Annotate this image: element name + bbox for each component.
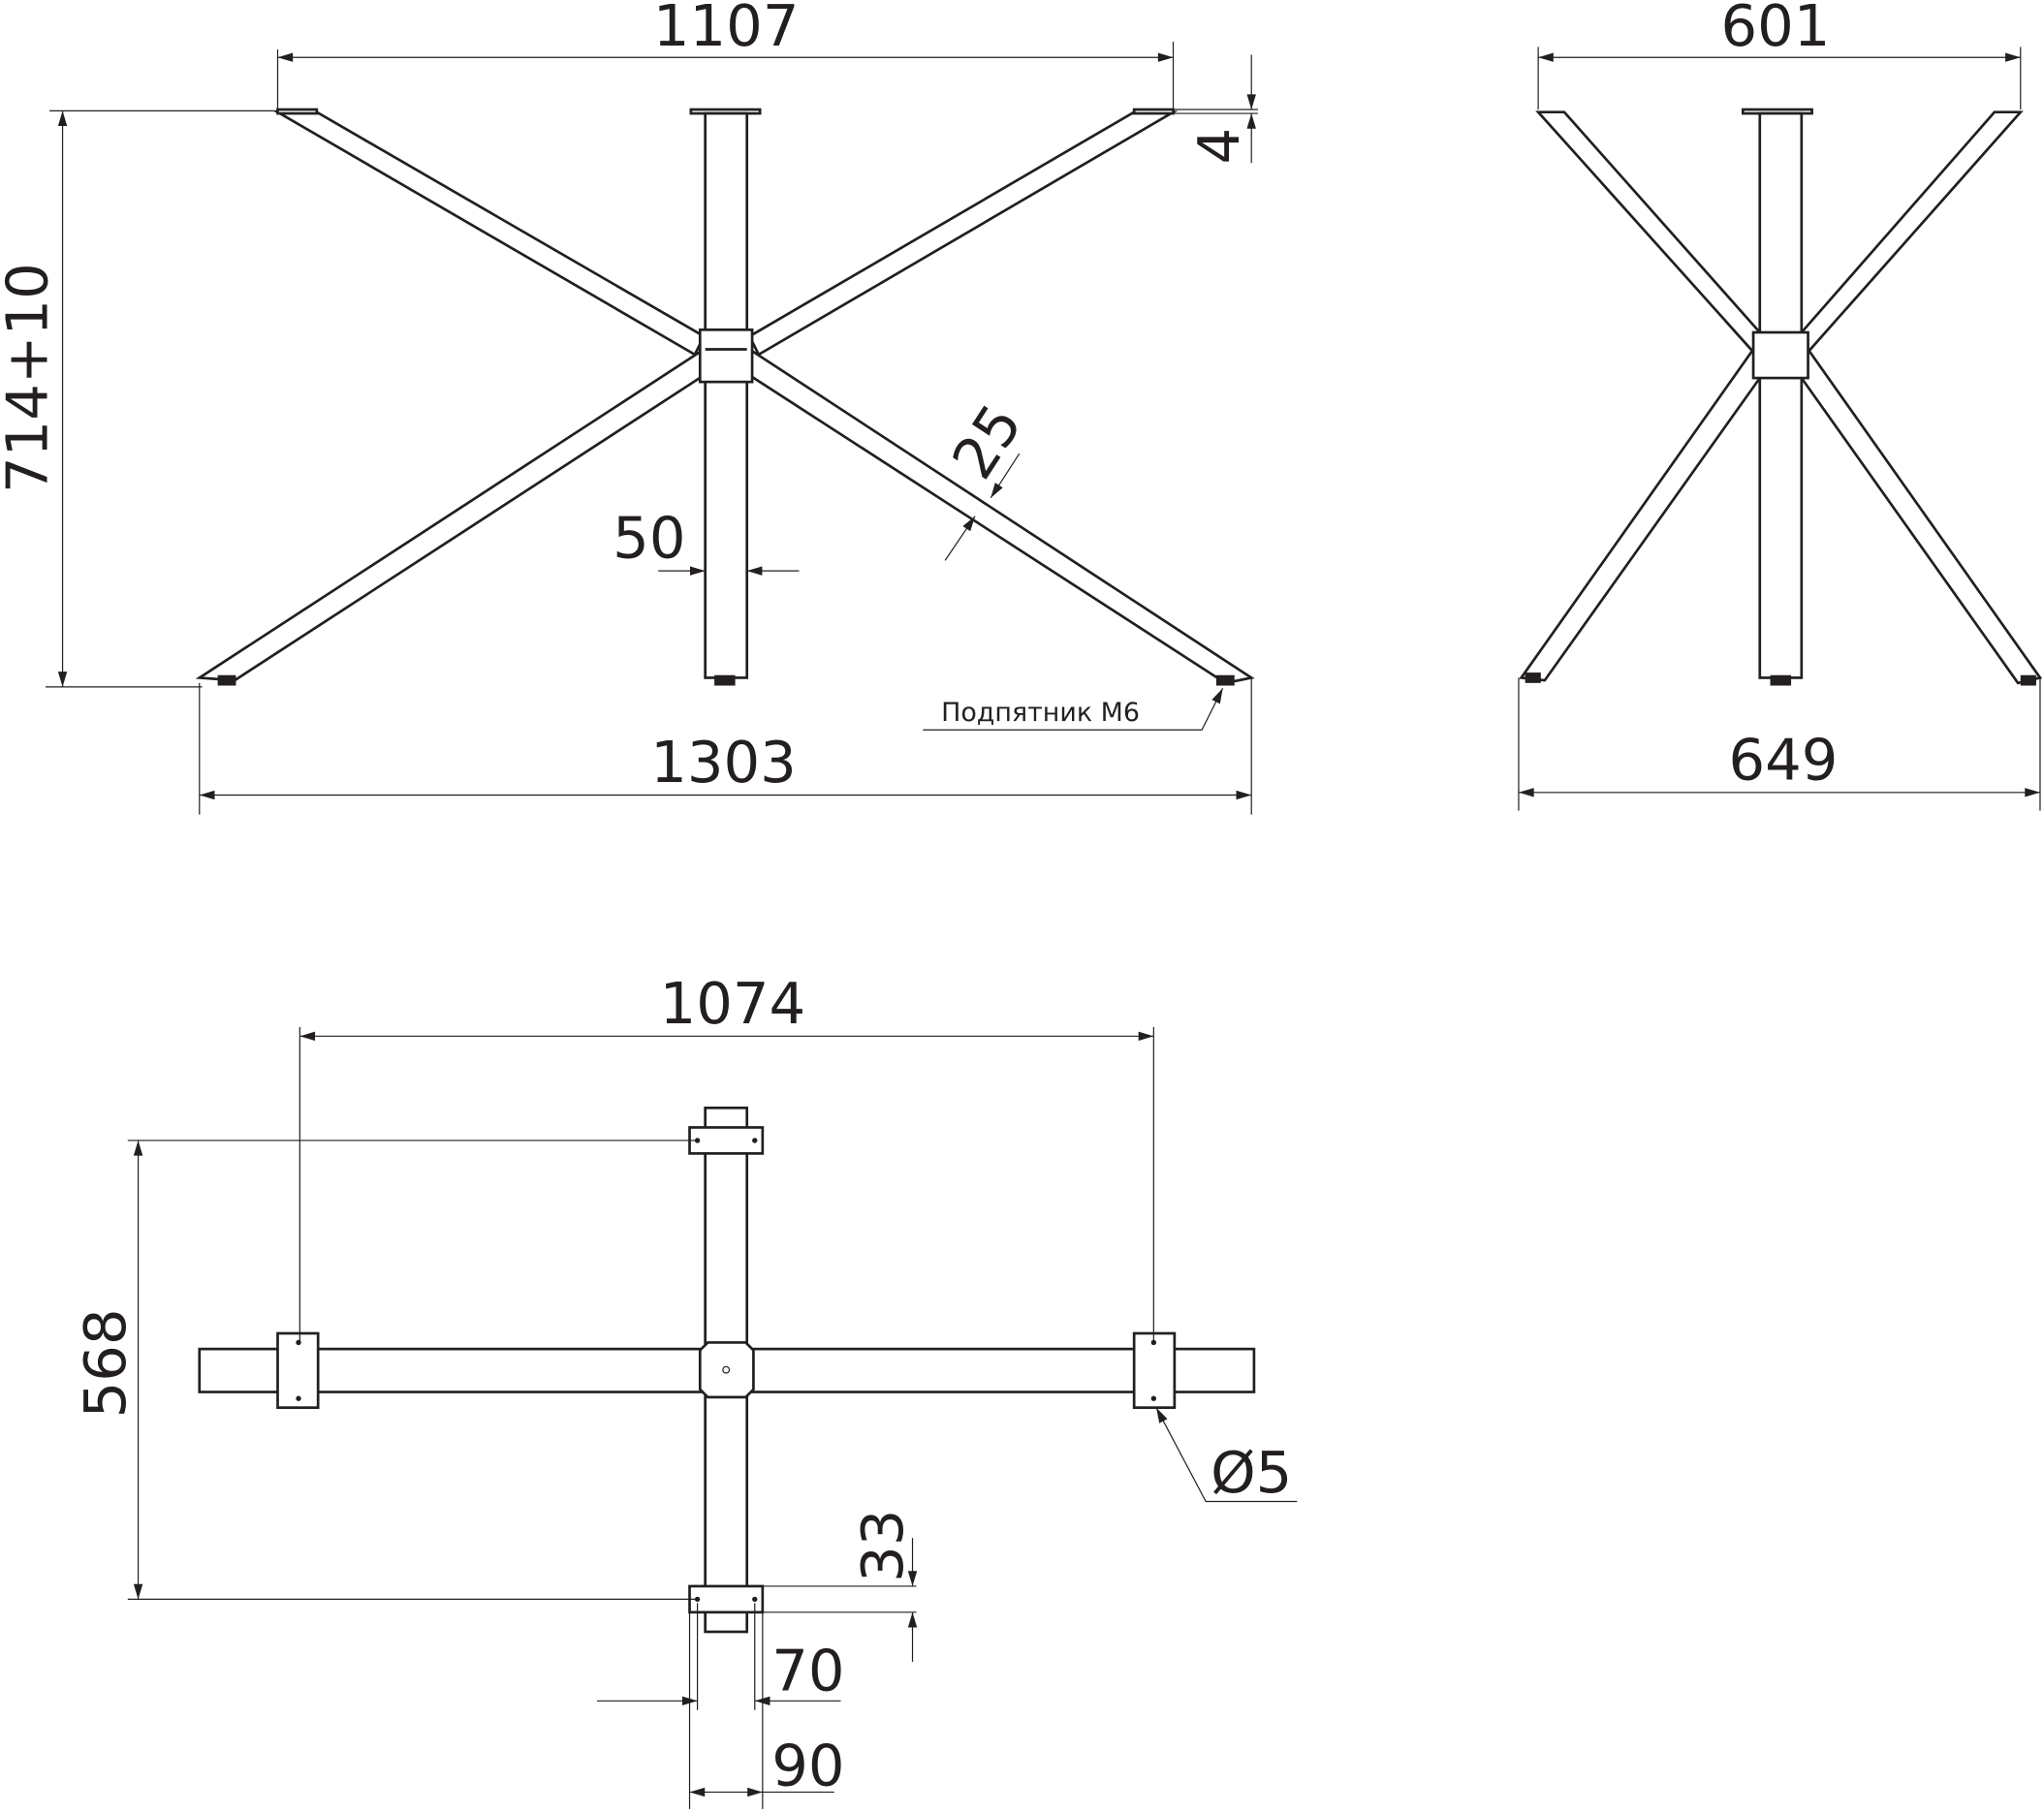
foot-icon	[1215, 674, 1235, 686]
foot-callout: Подпятник М6	[923, 687, 1224, 731]
dimension-top-width: 1107	[276, 0, 1175, 110]
dimension-side-bottom-width: 649	[1518, 677, 2041, 811]
foot-icon	[2020, 674, 2036, 686]
front-view: 1107 714+10 4 50 25	[0, 0, 1258, 815]
dimension-bottom-width: 1303	[199, 677, 1252, 815]
dimension-label: 25	[939, 392, 1035, 490]
front-frame	[195, 108, 1255, 686]
dimension-plate-width: 90	[688, 1611, 845, 1809]
foot-icon	[217, 674, 236, 686]
dimension-label: 90	[771, 1733, 844, 1799]
dimension-label: 1303	[650, 729, 797, 796]
dimension-hole-span-y: 568	[72, 1140, 698, 1600]
dimension-label: 4	[1185, 128, 1252, 165]
dimension-label: 601	[1720, 0, 1830, 59]
dimension-column-width: 50	[613, 505, 800, 576]
dimension-label: 1107	[653, 0, 800, 59]
side-view: 601 649	[1518, 0, 2043, 811]
foot-icon	[1770, 674, 1792, 686]
dimension-label: 70	[771, 1638, 844, 1704]
dimension-label: 33	[849, 1510, 916, 1582]
dimension-hole-span-x: 1074	[299, 970, 1154, 1343]
top-view: 1074 568 Ø5 33 70	[72, 970, 1298, 1809]
dimension-side-top-width: 601	[1537, 0, 2022, 110]
top-frame	[198, 1106, 1256, 1634]
dimension-label: 714+10	[0, 263, 60, 493]
dimension-label: Ø5	[1211, 1439, 1292, 1506]
dimension-plate-offset: 33	[762, 1510, 918, 1662]
dimension-label: 50	[613, 505, 685, 572]
side-frame	[1519, 108, 2043, 686]
dimension-hole-spacing: 70	[597, 1603, 845, 1710]
dimension-label: 568	[72, 1308, 139, 1418]
foot-icon	[1525, 672, 1541, 683]
dimension-hole-diameter: Ø5	[1155, 1407, 1298, 1506]
foot-label: Подпятник М6	[941, 698, 1140, 728]
dimension-label: 649	[1729, 726, 1839, 793]
foot-icon	[714, 674, 736, 686]
dimension-plate-thickness: 4	[1173, 54, 1258, 165]
dimension-height: 714+10	[0, 109, 278, 688]
dimension-label: 1074	[660, 970, 806, 1037]
